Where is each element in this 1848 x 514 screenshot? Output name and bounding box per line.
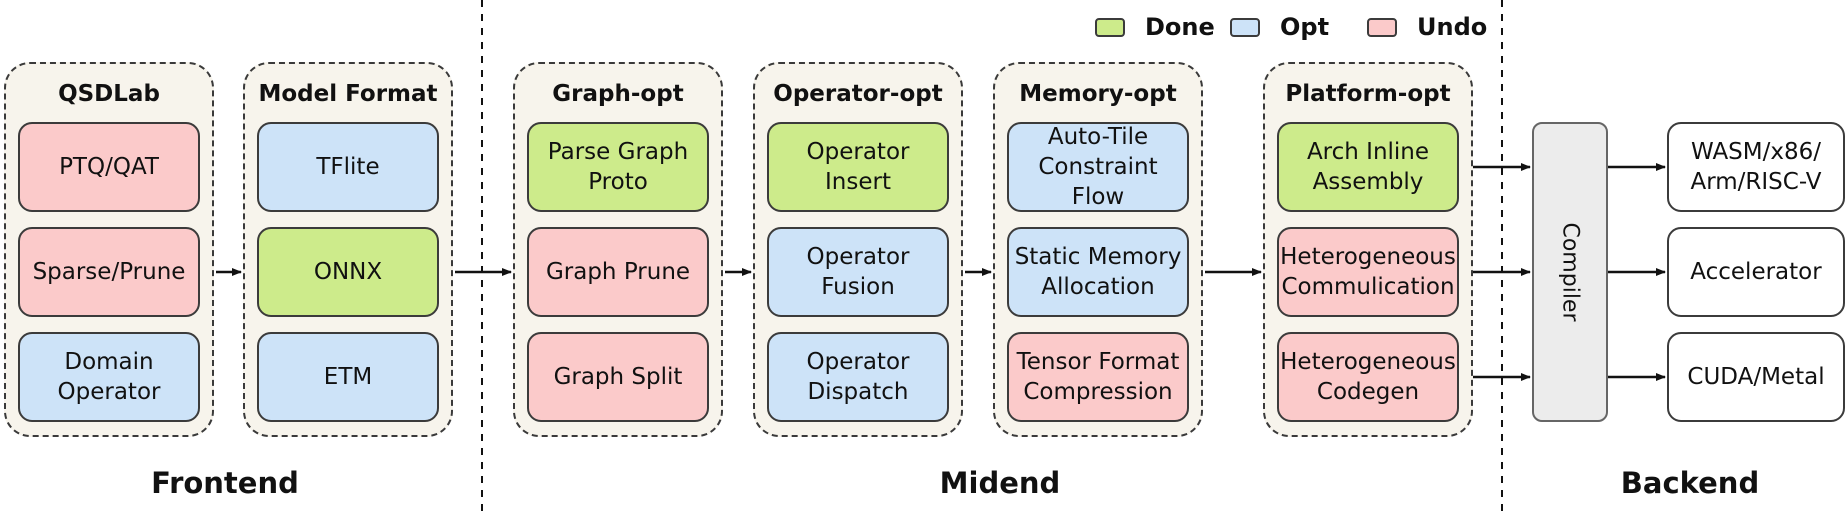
pipeline-node: Heterogeneous Commulication xyxy=(1277,227,1459,317)
pipeline-node: ONNX xyxy=(257,227,439,317)
target-node: Accelerator xyxy=(1667,227,1845,317)
legend-label-done: Done xyxy=(1145,13,1215,41)
pipeline-node: Operator Dispatch xyxy=(767,332,949,422)
compiler-label: Compiler xyxy=(1557,222,1583,322)
pipeline-node: Auto-Tile Constraint Flow xyxy=(1007,122,1189,212)
compiler-block: Compiler xyxy=(1532,122,1608,422)
pipeline-node: Tensor Format Compression xyxy=(1007,332,1189,422)
legend-swatch-undo xyxy=(1367,17,1397,37)
pipeline-node: Domain Operator xyxy=(18,332,200,422)
legend-swatch-done xyxy=(1095,17,1125,37)
group-title: Platform-opt xyxy=(1285,81,1451,107)
group-title: Model Format xyxy=(258,81,438,107)
pipeline-node: Graph Split xyxy=(527,332,709,422)
pipeline-node: TFlite xyxy=(257,122,439,212)
pipeline-node: Graph Prune xyxy=(527,227,709,317)
target-node: WASM/x86/ Arm/RISC-V xyxy=(1667,122,1845,212)
pipeline-node: Sparse/Prune xyxy=(18,227,200,317)
pipeline-node: PTQ/QAT xyxy=(18,122,200,212)
legend-label-opt: Opt xyxy=(1280,13,1330,41)
pipeline-node: Arch Inline Assembly xyxy=(1277,122,1459,212)
pipeline-node: ETM xyxy=(257,332,439,422)
group-title: Memory-opt xyxy=(1019,81,1177,107)
legend-item-done: Done xyxy=(1095,12,1215,42)
section-label-backend: Backend xyxy=(1620,466,1760,500)
legend-item-opt: Opt xyxy=(1230,12,1329,42)
target-node: CUDA/Metal xyxy=(1667,332,1845,422)
legend-label-undo: Undo xyxy=(1417,13,1488,41)
section-label-frontend: Frontend xyxy=(151,466,299,500)
pipeline-node: Parse Graph Proto xyxy=(527,122,709,212)
section-label-midend: Midend xyxy=(939,466,1061,500)
group-title: Graph-opt xyxy=(552,81,684,107)
pipeline-node: Operator Insert xyxy=(767,122,949,212)
pipeline-node: Operator Fusion xyxy=(767,227,949,317)
group-title: QSDLab xyxy=(58,81,160,107)
group-title: Operator-opt xyxy=(773,81,943,107)
pipeline-node: Heterogeneous Codegen xyxy=(1277,332,1459,422)
legend-swatch-opt xyxy=(1230,17,1260,37)
pipeline-node: Static Memory Allocation xyxy=(1007,227,1189,317)
legend-item-undo: Undo xyxy=(1367,12,1487,42)
